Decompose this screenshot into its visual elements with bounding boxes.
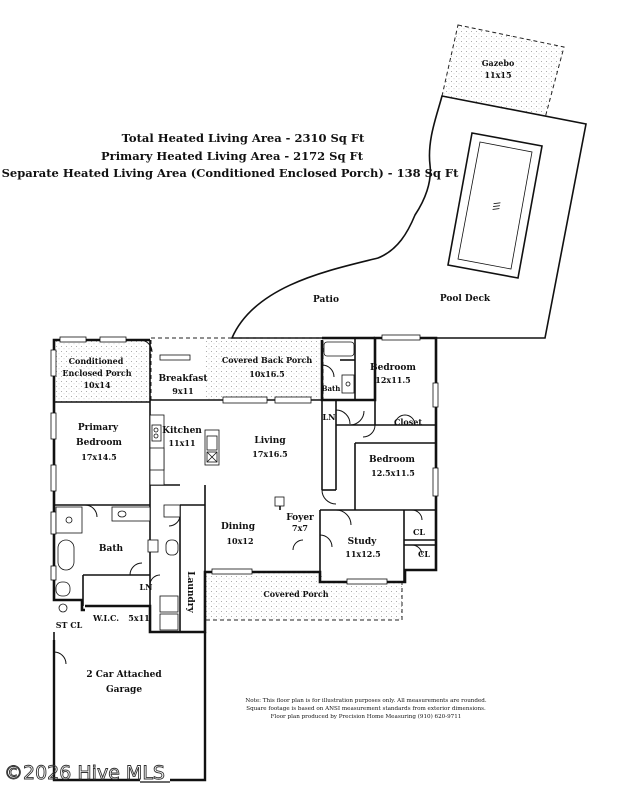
small-bath-label: Bath [322, 384, 341, 393]
wic-size: 5x11 [128, 613, 149, 623]
bedroom3-label: Bedroom [369, 455, 415, 465]
kitchen-label: Kitchen [162, 426, 202, 436]
laundry-label: Laundry [185, 571, 195, 613]
breakfast-size: 9x11 [172, 386, 193, 396]
covered-back-porch-label: Covered Back Porch [222, 355, 312, 365]
garage-walls [52, 632, 207, 782]
foyer-size: 7x7 [292, 523, 308, 533]
gazebo-size: 11x15 [484, 70, 511, 80]
gazebo-outline [441, 24, 565, 119]
total-area-label: Total Heated Living Area - 2310 Sq Ft [122, 131, 365, 145]
windows [50, 334, 439, 585]
living-label: Living [254, 436, 286, 446]
kitchen-size: 11x11 [168, 438, 195, 448]
garage-label-1: 2 Car Attached [86, 670, 162, 680]
note-line-3: Floor plan produced by Precision Home Me… [271, 713, 462, 720]
living-size: 17x16.5 [252, 449, 287, 459]
wic-label: W.I.C. [92, 613, 119, 623]
note-line-1: Note: This floor plan is for illustratio… [245, 698, 487, 704]
covered-back-porch-size: 10x16.5 [249, 369, 284, 379]
covered-porch-label: Covered Porch [263, 589, 328, 599]
storage-closet-label: ST CL [56, 620, 83, 630]
cl-a-label: CL [413, 527, 425, 537]
ln-upper-label: LN [323, 412, 336, 422]
primary-bedroom-label-1: Primary [78, 423, 119, 433]
bedroom3-size: 12.5x11.5 [371, 468, 415, 478]
patio-label: Patio [313, 295, 339, 305]
garage-label-2: Garage [106, 685, 142, 695]
pool-mark: \\\ [490, 201, 501, 211]
closet-label: Closet [394, 417, 422, 427]
separate-area-label: Separate Heated Living Area (Conditioned… [2, 166, 460, 180]
cond-porch-label-1: Conditioned [69, 356, 124, 366]
pool-inner [457, 141, 533, 270]
foyer-label: Foyer [286, 513, 314, 523]
study-label: Study [348, 537, 377, 547]
dining-label: Dining [221, 522, 256, 532]
mls-watermark: ©2026 Hive MLS [4, 762, 165, 784]
bath-label: Bath [99, 544, 124, 554]
note-line-2: Square footage is based on ANSI measurem… [246, 706, 486, 712]
primary-bedroom-label-2: Bedroom [76, 438, 122, 448]
cl-b-label: CL [418, 549, 430, 559]
cond-porch-size: 10x14 [83, 380, 110, 390]
dining-size: 10x12 [226, 536, 253, 546]
primary-area-label: Primary Heated Living Area - 2172 Sq Ft [101, 149, 364, 163]
cond-porch-label-2: Enclosed Porch [62, 368, 131, 378]
conditioned-porch-area [56, 340, 151, 402]
primary-bedroom-size: 17x14.5 [81, 452, 116, 462]
covered-back-porch-area [205, 340, 322, 400]
bedroom2-size: 12x11.5 [375, 375, 410, 385]
breakfast-label: Breakfast [158, 374, 208, 384]
gazebo-label: Gazebo [482, 58, 515, 68]
pool-deck-label: Pool Deck [440, 294, 491, 304]
study-size: 11x12.5 [345, 549, 380, 559]
pool-outline [447, 132, 543, 279]
bedroom2-label: Bedroom [370, 363, 416, 373]
ln-lower-label: LN [140, 582, 153, 592]
fixtures [55, 341, 355, 631]
